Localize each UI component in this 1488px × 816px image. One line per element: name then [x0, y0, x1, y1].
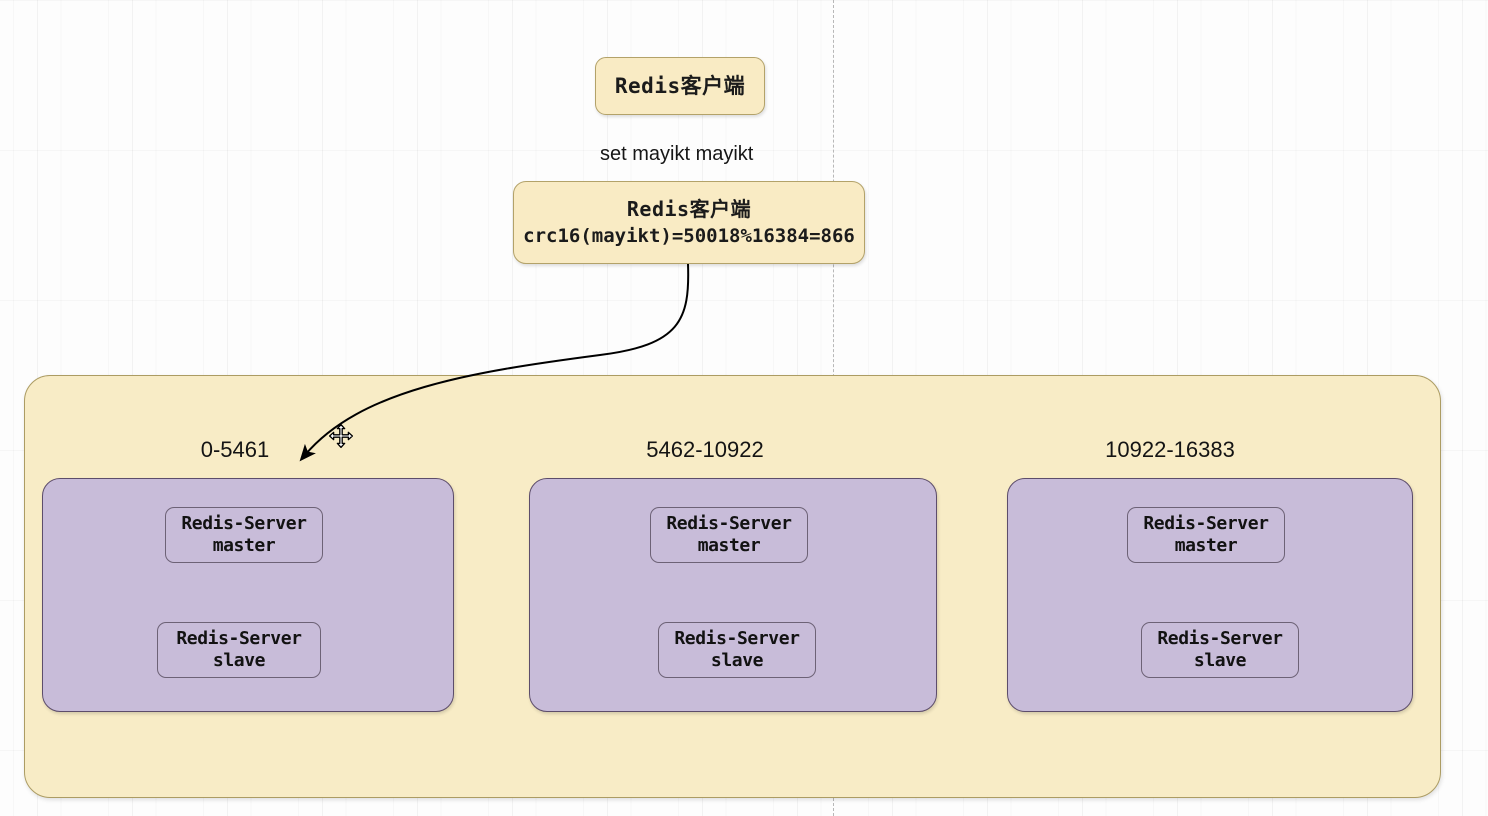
shard-3-slave-role: slave: [1193, 650, 1247, 671]
shard-1-master-name: Redis-Server: [181, 513, 307, 535]
shard-3-slave-name: Redis-Server: [1157, 628, 1283, 650]
shard-3-master-node[interactable]: Redis-Server master: [1127, 507, 1285, 563]
shard-2-master-node[interactable]: Redis-Server master: [650, 507, 808, 563]
shard-1-slave-role: slave: [212, 650, 266, 671]
slot-range-label-1: 0-5461: [200, 437, 270, 462]
redis-client-label: Redis客户端: [614, 73, 746, 98]
set-command-label: set mayikt mayikt: [600, 143, 754, 165]
redis-client-box[interactable]: Redis客户端: [595, 57, 765, 115]
move-cursor-icon: [328, 423, 354, 449]
slot-range-label-2: 5462-10922: [646, 437, 764, 462]
shard-2-slave-name: Redis-Server: [674, 628, 800, 650]
shard-3-master-name: Redis-Server: [1143, 513, 1269, 535]
crc-box-title: Redis客户端: [626, 197, 752, 221]
shard-panel-3[interactable]: Redis-Server master Redis-Server slave: [1007, 478, 1413, 712]
crc-box-formula: crc16(mayikt)=50018%16384=866: [523, 224, 855, 247]
shard-1-slave-name: Redis-Server: [176, 628, 302, 650]
shard-2-master-name: Redis-Server: [666, 513, 792, 535]
shard-2-slave-role: slave: [710, 650, 764, 671]
shard-1-slave-node[interactable]: Redis-Server slave: [157, 622, 321, 678]
shard-panel-2[interactable]: Redis-Server master Redis-Server slave: [529, 478, 937, 712]
shard-1-master-node[interactable]: Redis-Server master: [165, 507, 323, 563]
shard-2-slave-node[interactable]: Redis-Server slave: [658, 622, 816, 678]
crc-calculation-box[interactable]: Redis客户端 crc16(mayikt)=50018%16384=866: [513, 181, 865, 264]
shard-3-master-role: master: [1174, 535, 1238, 556]
slot-range-label-3: 10922-16383: [1105, 437, 1235, 462]
shard-3-slave-node[interactable]: Redis-Server slave: [1141, 622, 1299, 678]
shard-2-master-role: master: [697, 535, 761, 556]
shard-1-master-role: master: [212, 535, 276, 556]
shard-panel-1[interactable]: Redis-Server master Redis-Server slave: [42, 478, 454, 712]
